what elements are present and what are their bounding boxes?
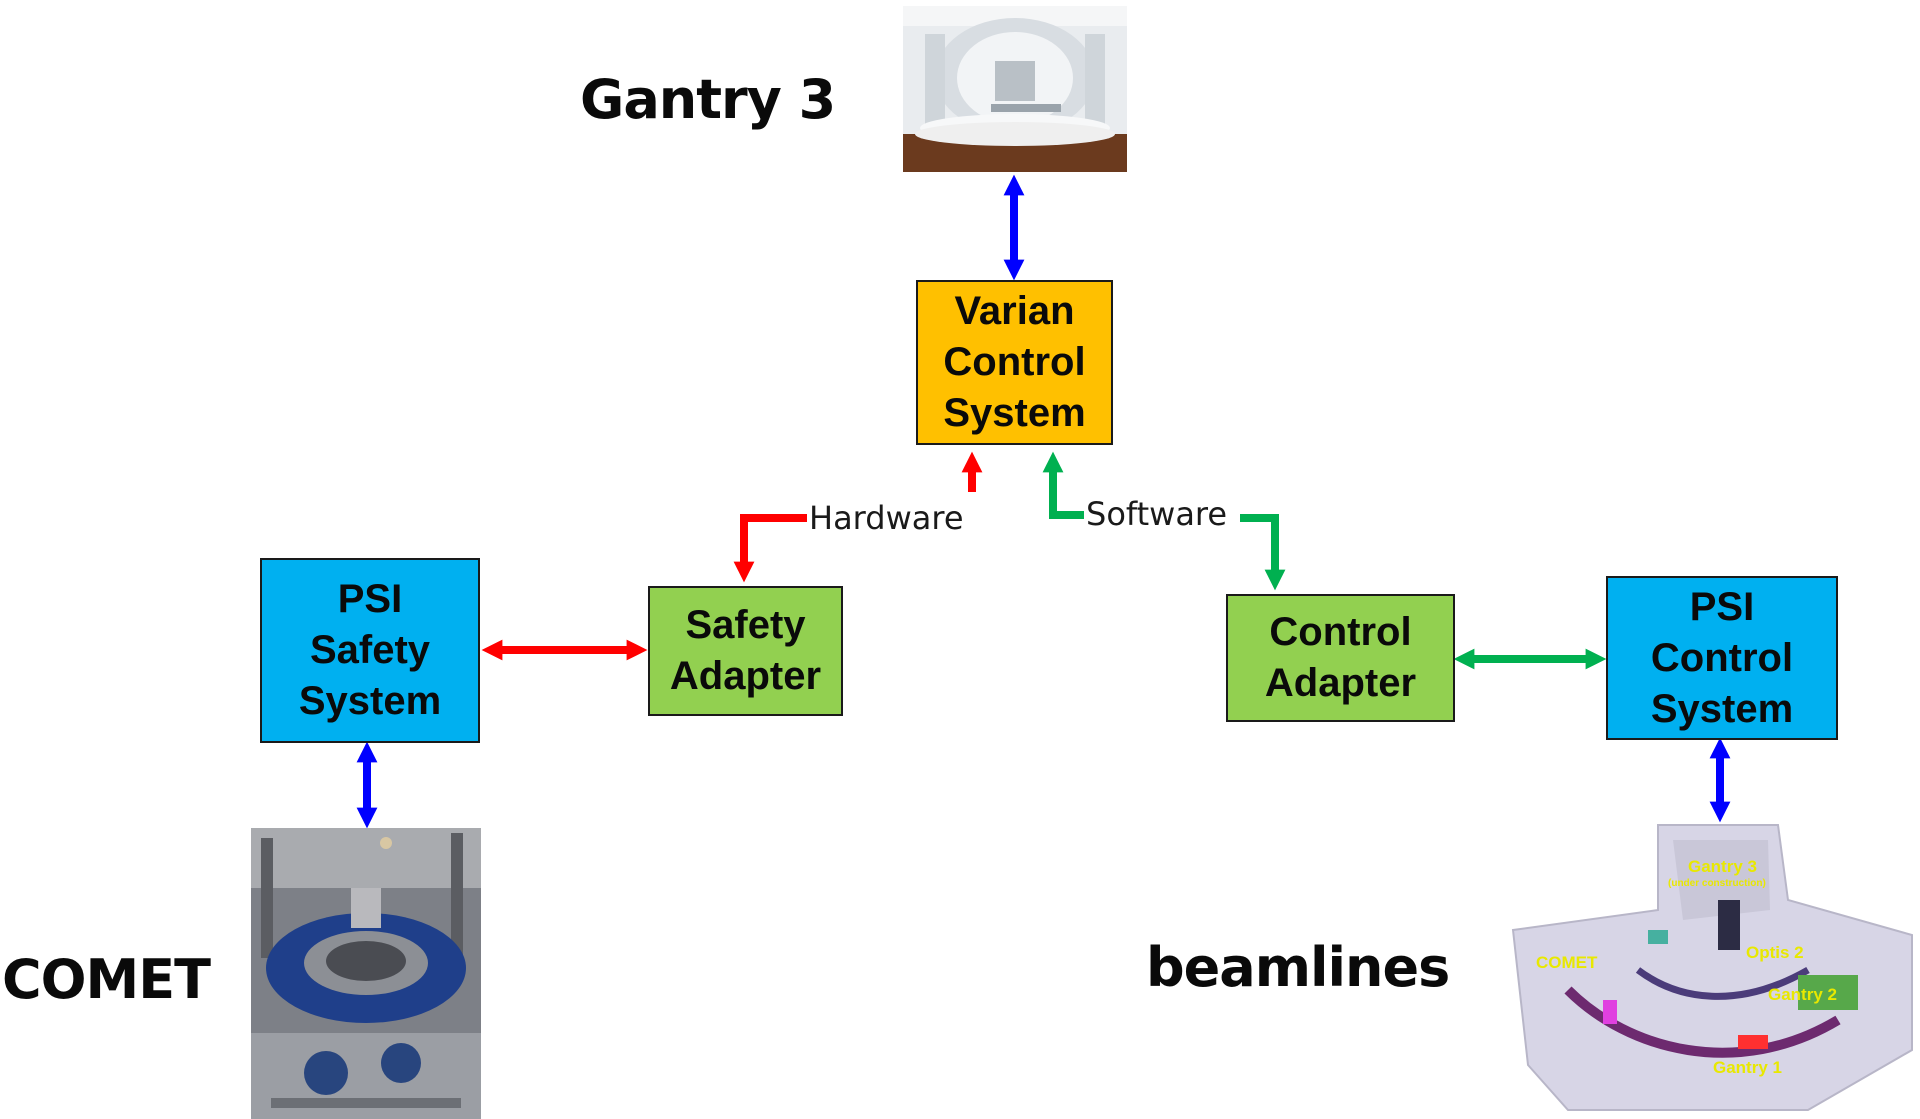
map-label-gantry1: Gantry 1 xyxy=(1713,1058,1782,1077)
map-label-comet: COMET xyxy=(1536,953,1598,972)
psi-control-system-box: PSI Control System xyxy=(1606,576,1838,740)
safety-adapter-label: Safety Adapter xyxy=(669,603,822,698)
control-adapter-box: Control Adapter xyxy=(1226,594,1455,722)
map-label-under-construction: (under construction) xyxy=(1668,878,1766,889)
hardware-link-label: Hardware xyxy=(807,498,966,538)
map-label-gantry2: Gantry 2 xyxy=(1768,985,1837,1004)
psi-safety-system-label: PSI Safety System xyxy=(298,577,442,723)
gantry3-title: Gantry 3 xyxy=(580,68,836,131)
map-label-optis2: Optis 2 xyxy=(1746,943,1804,962)
psi-control-system-label: PSI Control System xyxy=(1650,584,1794,731)
psi-safety-system-box: PSI Safety System xyxy=(260,558,480,743)
arrow-software-path xyxy=(1042,451,1090,519)
gantry3-room-image xyxy=(903,6,1127,172)
beamlines-map-image: Gantry 3 (under construction) COMET Opti… xyxy=(1508,820,1920,1119)
map-label-gantry3: Gantry 3 xyxy=(1688,857,1757,876)
safety-adapter-box: Safety Adapter xyxy=(648,586,843,716)
arrow-software-path-down xyxy=(1240,514,1286,591)
comet-cyclotron-image xyxy=(251,828,481,1119)
varian-control-system-box: Varian Control System xyxy=(916,280,1113,445)
varian-control-system-label: Varian Control System xyxy=(943,289,1086,435)
beamlines-title: beamlines xyxy=(1146,936,1450,999)
comet-title: COMET xyxy=(2,948,211,1011)
software-link-label: Software xyxy=(1084,494,1230,534)
arrow-hardware-path-down xyxy=(733,514,812,583)
control-adapter-label: Control Adapter xyxy=(1264,610,1417,705)
